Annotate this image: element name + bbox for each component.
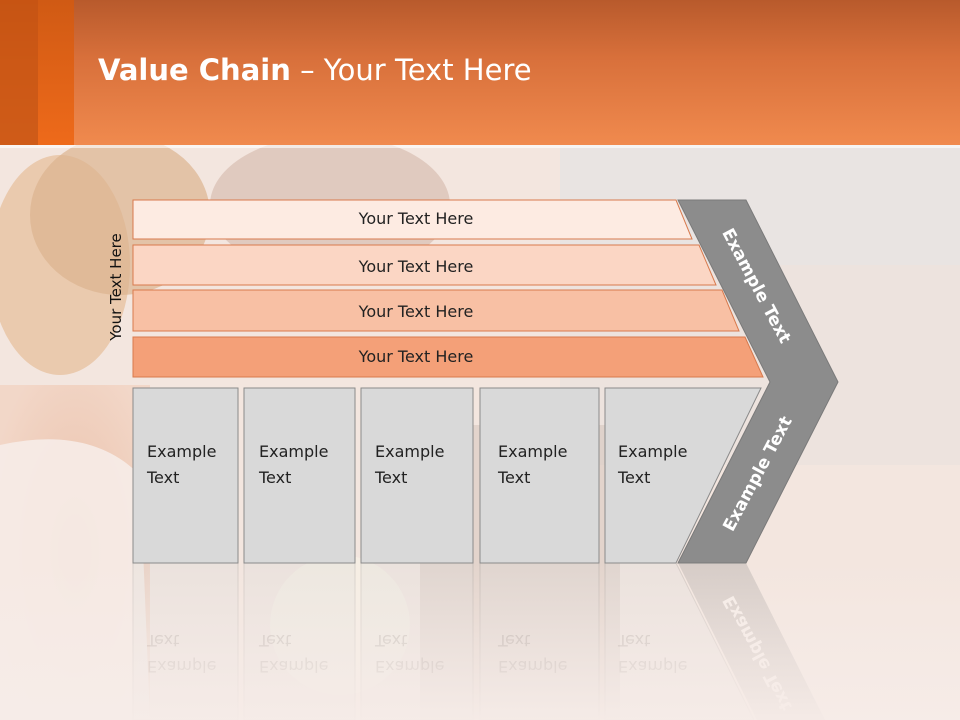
header-bar [0, 0, 960, 145]
bar-4-label: Your Text Here [358, 347, 474, 366]
box-1 [132, 387, 239, 564]
bar-1-label: Your Text Here [358, 209, 474, 228]
box-4 [479, 387, 600, 564]
box-5-label: Example Text [618, 442, 688, 487]
box-3-label: Example Text [375, 442, 445, 487]
bar-3-label: Your Text Here [358, 302, 474, 321]
box-2 [243, 387, 356, 564]
bar-3 [132, 289, 740, 332]
header-divider [0, 145, 960, 148]
reflection-fade [0, 563, 960, 720]
header-stripe-accent [38, 0, 74, 145]
box-1-label: Example Text [147, 442, 217, 487]
bar-1 [132, 199, 693, 240]
header-stripe-dark [0, 0, 38, 145]
diagram-reflection: Example Text Example Text Example Text E… [0, 563, 960, 720]
title-bold: Value Chain [98, 53, 291, 87]
bar-2 [132, 244, 717, 286]
title-rest: – Your Text Here [290, 53, 532, 87]
bar-4 [132, 336, 764, 378]
slide-title: Value Chain – Your Text Here [98, 53, 532, 87]
bar-2-label: Your Text Here [358, 257, 474, 276]
box-2-label: Example Text [259, 442, 329, 487]
box-3 [360, 387, 474, 564]
box-4-label: Example Text [498, 442, 568, 487]
